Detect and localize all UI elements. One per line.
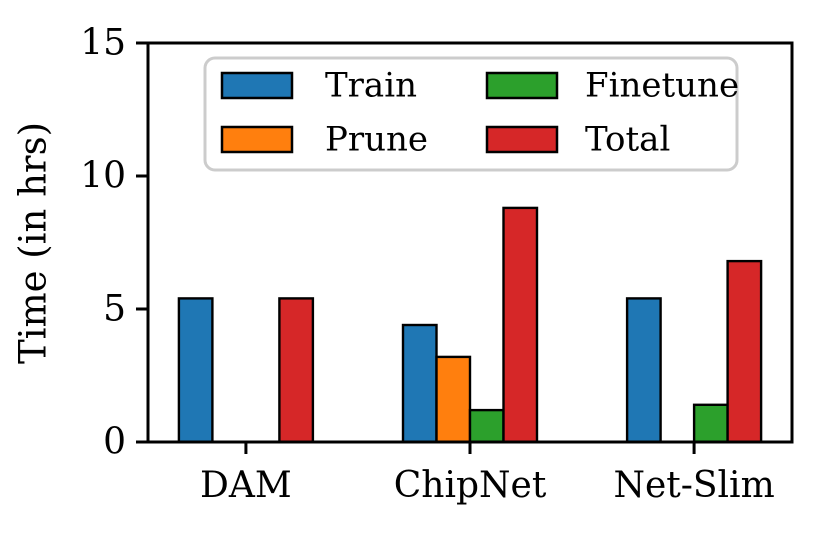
bars-layer — [177, 206, 763, 444]
x-category-label-dam: DAM — [200, 465, 292, 506]
bar-finetune-chipnet — [468, 408, 505, 444]
bar-total-chipnet — [502, 206, 539, 444]
bar-train-chipnet — [401, 323, 438, 444]
legend-label-finetune: Finetune — [585, 66, 739, 106]
bar-finetune-net-slim — [692, 403, 729, 444]
legend-swatch-finetune — [485, 71, 559, 100]
legend-swatch-total — [485, 125, 559, 154]
y-axis-label: Time (in hrs) — [12, 122, 55, 364]
legend-swatch-prune — [220, 125, 294, 154]
bar-prune-chipnet — [435, 355, 472, 444]
bar-total-dam — [278, 297, 315, 444]
x-category-label-net-slim: Net-Slim — [613, 465, 774, 506]
legend-box — [203, 56, 739, 172]
y-tick-label: 15 — [80, 23, 126, 64]
y-tick-label: 10 — [80, 156, 126, 197]
legend-swatch-train — [220, 71, 294, 100]
bar-total-net-slim — [726, 259, 763, 444]
bar-train-net-slim — [625, 297, 662, 444]
y-tick-label: 5 — [103, 289, 126, 330]
legend-label-train: Train — [325, 66, 417, 106]
bar-train-dam — [177, 297, 214, 444]
legend-label-total: Total — [585, 120, 670, 160]
legend-label-prune: Prune — [325, 120, 428, 160]
y-tick-label: 0 — [103, 422, 126, 463]
x-category-label-chipnet: ChipNet — [394, 465, 547, 506]
